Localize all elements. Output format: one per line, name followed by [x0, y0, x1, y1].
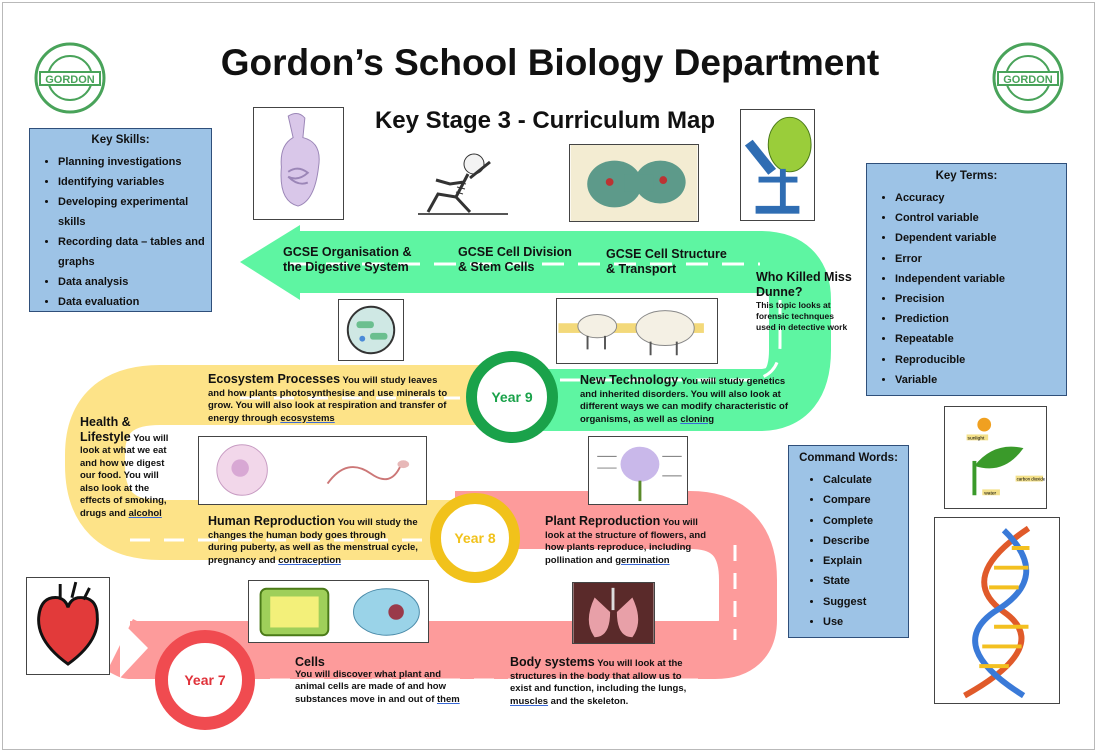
egg-sperm-image [198, 436, 427, 505]
carbon-dioxide-label: carbon dioxide [1017, 477, 1046, 482]
term-item: Variable [895, 370, 1066, 390]
school-crest-left: GORDON [34, 42, 106, 114]
term-item: Prediction [895, 309, 1066, 329]
water-label: water [984, 490, 996, 496]
skill-item: Planning investigations [58, 152, 211, 172]
digestive-system-image [253, 107, 344, 220]
skill-item: Recording data – tables and graphs [58, 232, 211, 272]
term-item: Repeatable [895, 329, 1066, 349]
topic-who-killed: Who Killed Miss Dunne? This topic looks … [756, 270, 852, 332]
term-item: Reproducible [895, 350, 1066, 370]
sunlight-label: sunlight [968, 435, 985, 441]
photosynthesis-image: sunlight carbon dioxide water [944, 406, 1047, 509]
topic-body-systems: Body systems You will look at the struct… [510, 655, 687, 707]
command-item: State [823, 571, 908, 591]
command-item: Describe [823, 531, 908, 551]
dna-helix-image [934, 517, 1060, 704]
bacteria-image [338, 299, 404, 361]
topic-cells: Cells You will discover what plant and a… [295, 655, 460, 705]
lungs-image [572, 582, 655, 644]
topic-ecosystem: Ecosystem Processes You will study leave… [208, 372, 448, 424]
key-terms-panel: Key Terms: Accuracy Control variable Dep… [866, 163, 1067, 396]
year7-marker: Year 7 [155, 630, 255, 730]
skill-item: Data evaluation [58, 292, 211, 312]
command-item: Explain [823, 551, 908, 571]
skill-item: Identifying variables [58, 172, 211, 192]
topic-human-reproduction: Human Reproduction You will study the ch… [208, 514, 418, 566]
term-item: Precision [895, 289, 1066, 309]
command-words-panel: Command Words: Calculate Compare Complet… [788, 445, 909, 638]
gcse-topic-organisation: GCSE Organisation &the Digestive System [283, 245, 412, 274]
term-item: Dependent variable [895, 228, 1066, 248]
term-item: Control variable [895, 208, 1066, 228]
cell-division-image [569, 144, 699, 222]
skeleton-image [408, 142, 516, 220]
yellow-band [65, 365, 510, 560]
key-skills-title: Key Skills: [91, 134, 150, 146]
flower-structure-image [588, 436, 688, 505]
term-item: Accuracy [895, 188, 1066, 208]
command-words-title: Command Words: [799, 452, 898, 464]
command-item: Use [823, 612, 908, 632]
key-skills-panel: Key Skills: Planning investigations Iden… [29, 128, 212, 312]
plant-animal-cells-image [248, 580, 429, 643]
school-crest-right: GORDON [992, 42, 1064, 114]
sheep-image [556, 298, 718, 364]
skill-item: Data analysis [58, 272, 211, 292]
skill-item: Developing experimental skills [58, 192, 211, 232]
topic-plant-reproduction: Plant Reproduction You will look at the … [545, 514, 706, 566]
microscope-image [740, 109, 815, 221]
key-terms-title: Key Terms: [935, 170, 998, 182]
red-band [101, 491, 777, 679]
command-item: Calculate [823, 470, 908, 490]
topic-health-lifestyle: Health & Lifestyle You will look at what… [80, 415, 169, 519]
year8-marker: Year 8 [430, 493, 520, 583]
heart-image [26, 577, 110, 675]
crest-text: GORDON [45, 74, 95, 86]
term-item: Independent variable [895, 269, 1066, 289]
year9-marker: Year 9 [466, 351, 558, 443]
topic-new-technology: New Technology You will study genetics a… [580, 373, 789, 425]
command-item: Suggest [823, 592, 908, 612]
command-item: Complete [823, 511, 908, 531]
gcse-topic-cell-division: GCSE Cell Division& Stem Cells [458, 245, 572, 274]
gcse-topic-cell-structure: GCSE Cell Structure& Transport [606, 247, 727, 276]
term-item: Error [895, 249, 1066, 269]
command-item: Compare [823, 490, 908, 510]
crest-text: GORDON [1003, 74, 1053, 86]
green-band [300, 231, 831, 431]
page-title: Gordon’s School Biology Department [220, 42, 880, 83]
page-subtitle: Key Stage 3 - Curriculum Map [374, 107, 716, 134]
